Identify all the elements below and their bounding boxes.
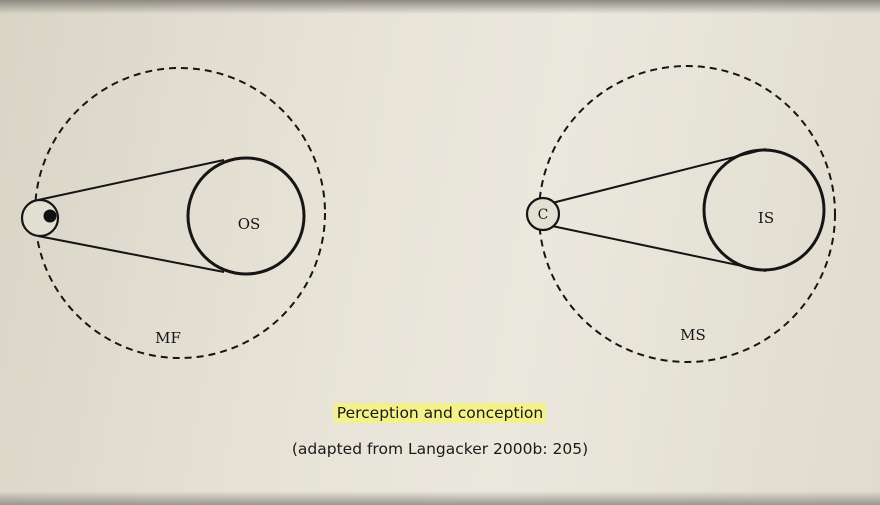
- conception-line-bottom: [551, 225, 767, 272]
- page-shadow-bottom: [0, 491, 880, 505]
- eye-pupil-icon: [43, 209, 57, 223]
- os-label: OS: [238, 215, 261, 233]
- mf-label: MF: [155, 329, 181, 347]
- caption-source: (adapted from Langacker 2000b: 205): [291, 440, 589, 458]
- conception-diagram: C IS MS: [525, 65, 836, 363]
- viewing-line-top: [37, 159, 225, 201]
- mf-region-circle: [34, 67, 326, 359]
- conception-line-top: [551, 148, 767, 204]
- page-shadow-top: [0, 0, 880, 14]
- ms-region-circle: [538, 65, 836, 363]
- perception-diagram: OS MF: [20, 67, 326, 359]
- ms-label: MS: [680, 326, 706, 344]
- is-circle: [702, 148, 826, 272]
- is-label: IS: [758, 209, 774, 227]
- eye-icon: [20, 198, 60, 238]
- caption-title: Perception and conception: [333, 403, 547, 423]
- c-label: C: [538, 207, 549, 223]
- os-circle: [186, 156, 306, 276]
- viewing-line-bottom: [37, 235, 225, 273]
- caption-title-row: Perception and conception: [0, 403, 880, 423]
- c-circle: [525, 196, 561, 232]
